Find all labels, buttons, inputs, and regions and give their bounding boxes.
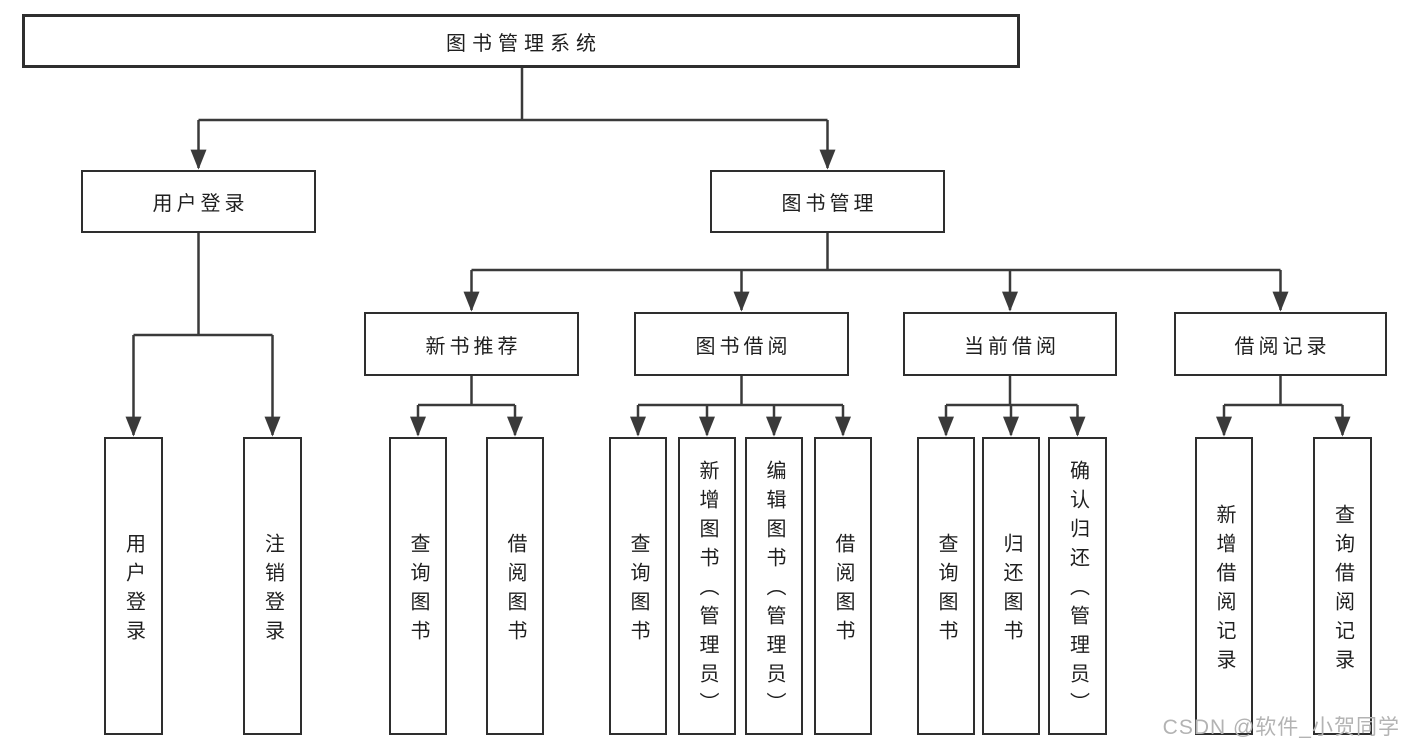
node-root: 图书管理系统 — [22, 14, 1020, 68]
leaf-confirm-return-admin-label: 确认归还（管理员） — [1066, 460, 1089, 721]
leaf-add-book-admin-label: 新增图书（管理员） — [696, 460, 718, 721]
leaf-add-book-admin: 新增图书（管理员） — [678, 437, 736, 735]
leaf-borrow-query-book: 查询图书 — [609, 437, 667, 735]
leaf-logout-label: 注销登录 — [261, 532, 284, 649]
leaf-user-login-label: 用户登录 — [122, 532, 145, 649]
node-book-borrow: 图书借阅 — [634, 312, 849, 376]
leaf-recommend-query-book: 查询图书 — [389, 437, 447, 735]
leaf-confirm-return-admin: 确认归还（管理员） — [1048, 437, 1107, 735]
leaf-borrow-query-book-label: 查询图书 — [627, 532, 649, 649]
leaf-return-book: 归还图书 — [982, 437, 1040, 735]
node-borrow-records: 借阅记录 — [1174, 312, 1387, 376]
node-user-login: 用户登录 — [81, 170, 316, 233]
leaf-edit-book-admin: 编辑图书（管理员） — [745, 437, 803, 735]
node-book-borrow-label: 图书借阅 — [695, 335, 792, 358]
leaf-recommend-borrow-book: 借阅图书 — [486, 437, 544, 735]
node-borrow-records-label: 借阅记录 — [1234, 335, 1331, 358]
leaf-borrow-book-label: 借阅图书 — [832, 532, 854, 649]
leaf-return-book-label: 归还图书 — [1000, 532, 1022, 649]
node-book-management-label: 图书管理 — [781, 193, 878, 215]
leaf-current-query-book-label: 查询图书 — [935, 532, 957, 649]
leaf-recommend-query-book-label: 查询图书 — [407, 532, 429, 649]
leaf-query-borrow-record: 查询借阅记录 — [1313, 437, 1372, 735]
node-current-borrow: 当前借阅 — [903, 312, 1117, 376]
node-book-management: 图书管理 — [710, 170, 945, 233]
node-new-book-recommend-label: 新书推荐 — [425, 335, 522, 358]
node-new-book-recommend: 新书推荐 — [364, 312, 579, 376]
node-root-label: 图书管理系统 — [446, 32, 602, 55]
leaf-logout: 注销登录 — [243, 437, 302, 735]
leaf-query-borrow-record-label: 查询借阅记录 — [1331, 503, 1354, 678]
node-current-borrow-label: 当前借阅 — [964, 335, 1060, 358]
leaf-borrow-book: 借阅图书 — [814, 437, 872, 735]
leaf-current-query-book: 查询图书 — [917, 437, 975, 735]
leaf-edit-book-admin-label: 编辑图书（管理员） — [763, 460, 785, 721]
leaf-recommend-borrow-book-label: 借阅图书 — [504, 532, 526, 649]
node-user-login-label: 用户登录 — [152, 193, 249, 215]
leaf-user-login: 用户登录 — [104, 437, 163, 735]
leaf-add-borrow-record-label: 新增借阅记录 — [1213, 503, 1235, 678]
leaf-add-borrow-record: 新增借阅记录 — [1195, 437, 1253, 735]
